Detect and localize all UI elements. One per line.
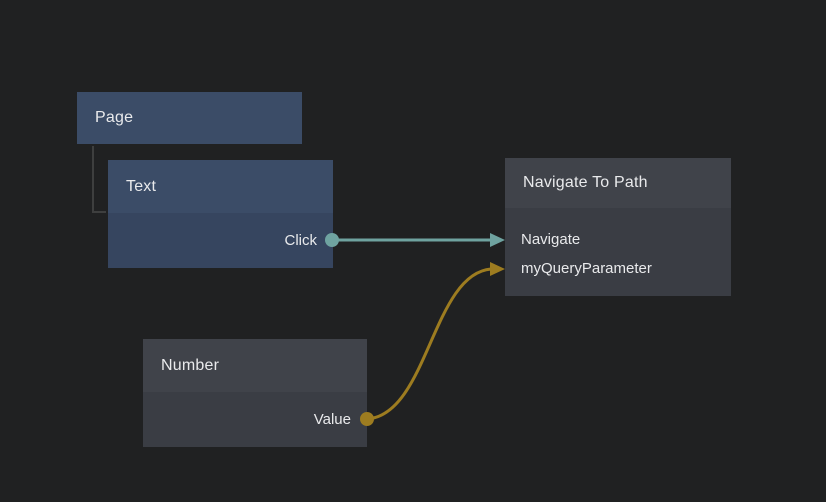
node-number-header[interactable]: Number xyxy=(143,339,367,392)
node-page-title: Page xyxy=(95,109,134,126)
port-text-click-label: Click xyxy=(284,232,318,249)
wire-arrowhead-navigate xyxy=(490,233,505,247)
node-navigate-to-path-body: Navigate myQueryParameter xyxy=(505,208,731,296)
node-navigate-to-path-title: Navigate To Path xyxy=(523,174,648,191)
node-text-title: Text xyxy=(126,177,157,195)
wire-arrowhead-myqueryparameter xyxy=(490,262,505,276)
node-number[interactable]: Number Value xyxy=(143,339,367,447)
node-navigate-to-path[interactable]: Navigate To Path Navigate myQueryParamet… xyxy=(505,158,731,296)
node-navigate-to-path-header[interactable]: Navigate To Path xyxy=(505,158,731,208)
node-text-header[interactable]: Text xyxy=(108,160,333,213)
node-number-title: Number xyxy=(161,356,220,374)
node-page[interactable]: Page xyxy=(77,92,302,144)
hierarchy-connector-page-text xyxy=(92,146,106,213)
node-text[interactable]: Text Click xyxy=(108,160,333,268)
node-number-body: Value xyxy=(143,392,367,447)
node-page-header[interactable]: Page xyxy=(77,92,302,144)
node-text-body: Click xyxy=(108,213,333,268)
port-number-value-label: Value xyxy=(313,411,351,428)
port-my-query-parameter-input[interactable]: myQueryParameter xyxy=(505,254,731,283)
port-navigate-label: Navigate xyxy=(521,231,581,248)
port-number-value-output[interactable]: Value xyxy=(143,392,367,447)
wire-value-to-myqueryparameter[interactable] xyxy=(366,267,492,421)
port-text-click-output[interactable]: Click xyxy=(108,213,333,268)
port-my-query-parameter-label: myQueryParameter xyxy=(521,260,652,277)
port-navigate-input[interactable]: Navigate xyxy=(505,225,731,254)
